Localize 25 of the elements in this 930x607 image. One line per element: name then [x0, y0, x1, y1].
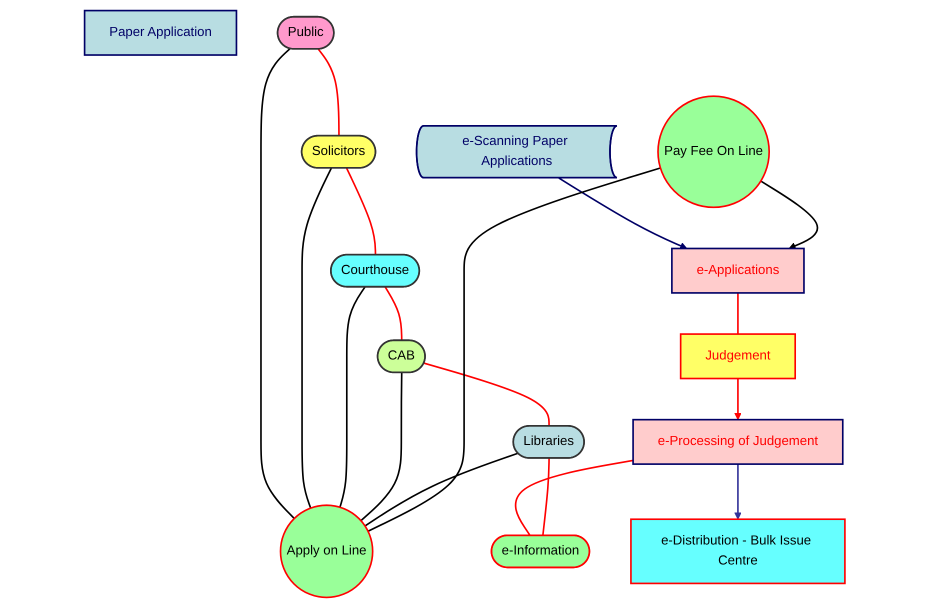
- node-box: [84, 9, 238, 56]
- connector: [346, 167, 377, 255]
- connector: [260, 48, 296, 519]
- node-circle: [280, 504, 374, 598]
- node-box: [671, 247, 806, 294]
- node-box: [630, 518, 846, 584]
- connector: [737, 292, 739, 334]
- arrow: [760, 180, 818, 249]
- connector: [515, 459, 634, 536]
- connector: [384, 286, 403, 340]
- connector: [301, 167, 332, 508]
- connector: [368, 166, 661, 532]
- node-box: [680, 332, 796, 379]
- connector: [318, 48, 340, 136]
- node-box: [632, 418, 844, 464]
- connector: [360, 372, 403, 521]
- arrow: [558, 176, 688, 249]
- connector: [339, 286, 366, 507]
- connector: [364, 452, 519, 526]
- arrow: [734, 464, 742, 520]
- flowchart: Paper Application e-Scanning Paper Applications Public Solicitors Courthouse CAB Libraries Pay Fee On Line Apply on Line e-Applications Judgement e-Processing of Judgement e-Information e-Distribution - Bulk Issue Centre: [78, 4, 852, 604]
- node-circle: [657, 94, 770, 208]
- arrow: [734, 378, 742, 420]
- connector: [424, 362, 550, 426]
- connector: [542, 458, 550, 536]
